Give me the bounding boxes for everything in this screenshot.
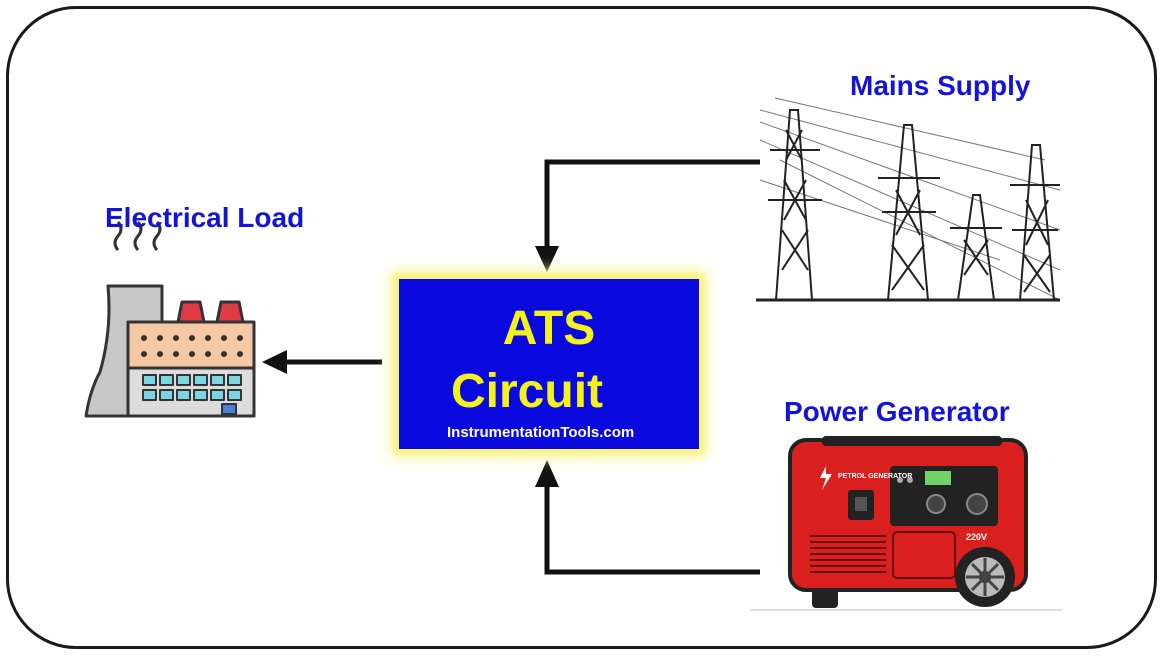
factory-icon	[84, 221, 256, 418]
connector-mains-to-ats	[535, 159, 760, 272]
generator-brand-text: PETROL GENERATOR	[838, 473, 912, 480]
watermark-text: InstrumentationTools.com	[447, 424, 635, 441]
power-generator-label: Power Generator	[784, 396, 1010, 427]
electrical-load-label: Electrical Load	[105, 202, 305, 233]
power-generator-icon	[750, 436, 1062, 611]
ats-title-line2: Circuit	[451, 365, 604, 418]
mains-supply-label: Mains Supply	[850, 70, 1031, 101]
connector-generator-to-ats	[535, 460, 760, 575]
ats-title-line1: ATS	[502, 302, 596, 355]
transmission-towers-icon	[756, 97, 1061, 302]
connector-ats-to-load	[262, 350, 382, 374]
generator-voltage-text: 220V	[966, 532, 987, 542]
ats-circuit-box: ATS Circuit InstrumentationTools.com	[399, 279, 699, 449]
